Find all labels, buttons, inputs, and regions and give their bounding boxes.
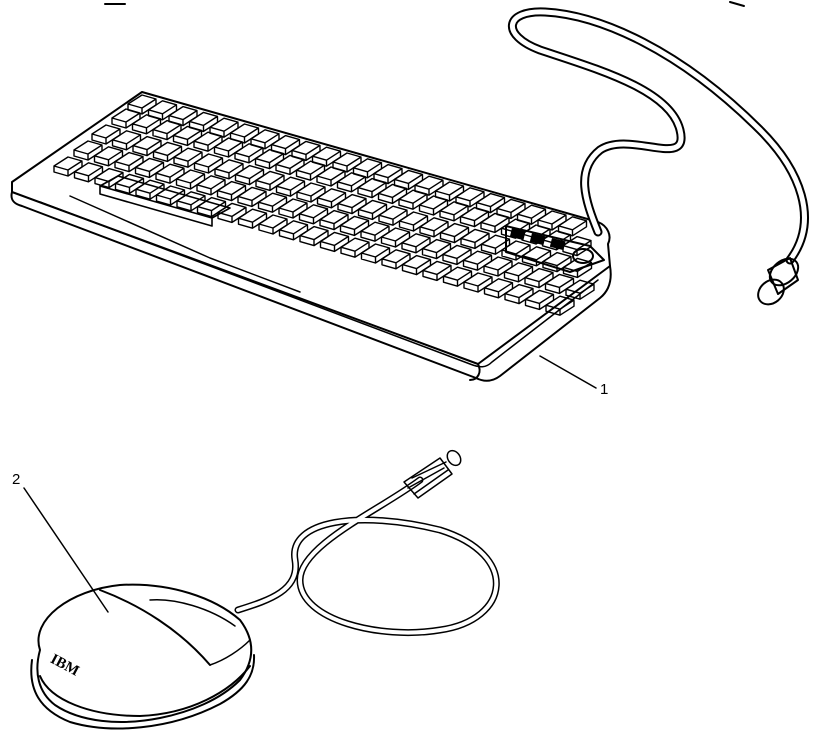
keyboard-connector bbox=[757, 257, 800, 306]
callout-2-label: 2 bbox=[12, 471, 20, 488]
keyboard-drawing bbox=[10, 7, 809, 382]
keyboard-keys bbox=[53, 94, 595, 316]
callout-1-label: 1 bbox=[600, 381, 608, 398]
indicator-panel bbox=[505, 225, 605, 273]
key bbox=[565, 279, 595, 300]
top-edge-artifact bbox=[104, 1, 745, 7]
mouse-connector bbox=[403, 449, 462, 499]
spacebar-key bbox=[99, 175, 231, 227]
callout-1: 1 bbox=[539, 355, 608, 398]
mouse-logo: IBM bbox=[48, 651, 82, 679]
key bbox=[545, 295, 575, 316]
callout-2: 2 bbox=[12, 471, 109, 613]
mouse-drawing: IBM bbox=[30, 449, 500, 730]
